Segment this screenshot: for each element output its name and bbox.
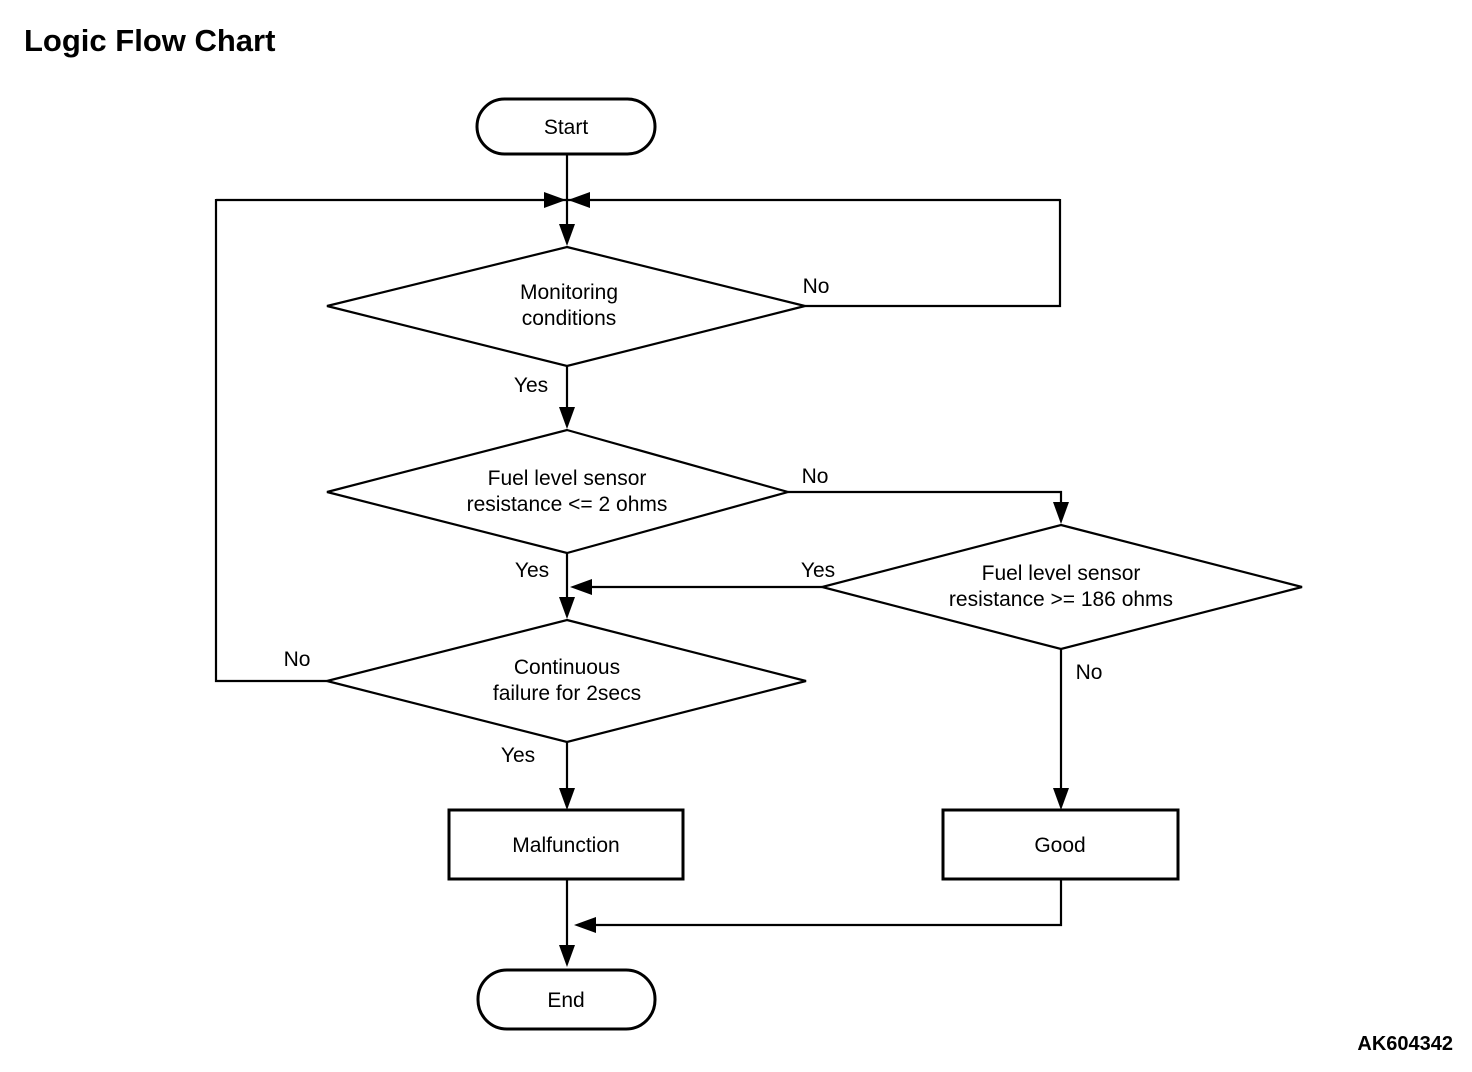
good-process <box>941 808 1180 881</box>
label-monitoring-no: No <box>803 275 830 298</box>
resistance-low-label-line2: resistance <= 2 ohms <box>467 493 668 516</box>
end-label: End <box>547 989 584 1012</box>
label-resistance-low-no: No <box>802 465 829 488</box>
good-label: Good <box>1034 834 1085 857</box>
label-resistance-low-yes: Yes <box>515 559 549 582</box>
start-node <box>475 97 657 156</box>
arrow-into-malfunction-icon <box>559 788 575 810</box>
arrow-into-resistance-low-icon <box>559 407 575 429</box>
arrow-into-resistance-high-icon <box>1053 502 1069 524</box>
resistance-low-label-line1: Fuel level sensor <box>488 467 647 490</box>
label-continuous-failure-yes: Yes <box>501 744 535 767</box>
label-monitoring-yes: Yes <box>514 374 548 397</box>
monitoring-label-line2: conditions <box>522 307 617 330</box>
continuous-failure-label-line2: failure for 2secs <box>493 682 641 705</box>
continuous-failure-decision <box>326 618 807 744</box>
line-monitoring-no-return <box>805 199 1062 308</box>
figure-code: AK604342 <box>1357 1033 1453 1055</box>
malfunction-label: Malfunction <box>512 834 619 857</box>
arrow-into-end-icon <box>559 945 575 967</box>
page-title: Logic Flow Chart <box>24 23 275 58</box>
continuous-failure-label-line1: Continuous <box>514 656 620 679</box>
line-continuous-failure-no-return <box>214 199 327 683</box>
arrow-merge-from-right-icon <box>568 192 590 208</box>
malfunction-process <box>447 808 685 881</box>
start-label: Start <box>544 116 589 139</box>
arrow-end-join-icon <box>574 917 596 933</box>
line-good-to-end <box>595 879 1063 927</box>
resistance-low-decision <box>326 428 793 555</box>
arrow-into-continuous-failure-icon <box>559 597 575 619</box>
monitoring-label-line1: Monitoring <box>520 281 618 304</box>
resistance-high-label-line2: resistance >= 186 ohms <box>949 588 1173 611</box>
line-resistance-low-no <box>788 490 1063 506</box>
arrow-yes-join-icon <box>570 579 592 595</box>
resistance-high-decision <box>817 523 1303 651</box>
label-continuous-failure-no: No <box>284 648 311 671</box>
arrow-into-monitoring-icon <box>559 224 575 246</box>
arrow-merge-from-left-icon <box>544 192 566 208</box>
resistance-high-label-line1: Fuel level sensor <box>982 562 1141 585</box>
arrow-into-good-icon <box>1053 788 1069 810</box>
end-node <box>476 968 657 1031</box>
label-resistance-high-no: No <box>1076 661 1103 684</box>
monitoring-decision <box>326 245 806 368</box>
label-resistance-high-yes: Yes <box>801 559 835 582</box>
